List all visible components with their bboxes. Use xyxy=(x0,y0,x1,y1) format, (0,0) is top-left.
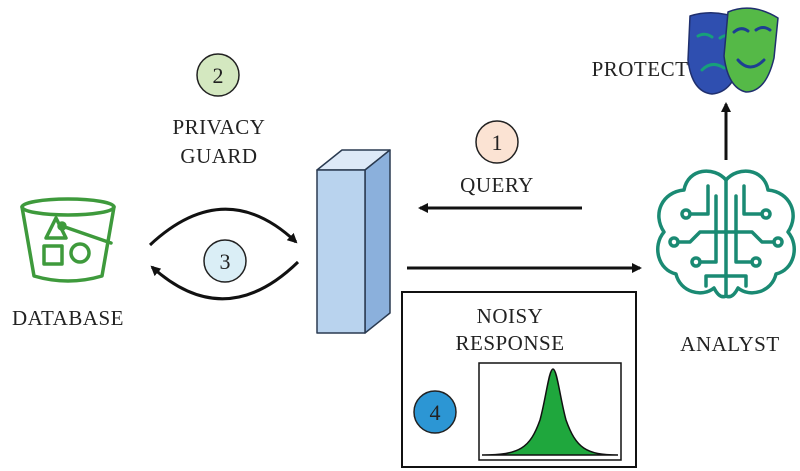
noisy-response-label-line1: NOISY xyxy=(477,304,544,328)
step-3-badge: 3 xyxy=(203,239,247,283)
analyst-label: ANALYST xyxy=(680,332,779,356)
noisy-response-label-line2: RESPONSE xyxy=(455,331,564,355)
query-label: QUERY xyxy=(460,173,534,197)
server-tower-icon xyxy=(316,149,391,334)
step-3-number: 3 xyxy=(220,249,231,274)
privacy-guard-label-line1: PRIVACY xyxy=(173,115,266,139)
step-1-number: 1 xyxy=(492,130,503,155)
database-label: DATABASE xyxy=(12,306,124,330)
ai-brain-icon xyxy=(656,169,796,299)
step-2-badge: 2 xyxy=(196,53,240,97)
theater-masks-icon xyxy=(687,7,779,95)
privacy-guard-label-line2: GUARD xyxy=(180,144,257,168)
protect-label: PROTECT xyxy=(592,57,689,81)
step-4-number: 4 xyxy=(430,400,441,425)
step-1-badge: 1 xyxy=(475,120,519,164)
gaussian-curve-icon xyxy=(478,362,622,461)
database-bucket-icon xyxy=(20,197,116,283)
exchange-cycle-arrows xyxy=(148,207,300,301)
step-2-number: 2 xyxy=(213,63,224,88)
step-4-badge: 4 xyxy=(413,390,457,434)
